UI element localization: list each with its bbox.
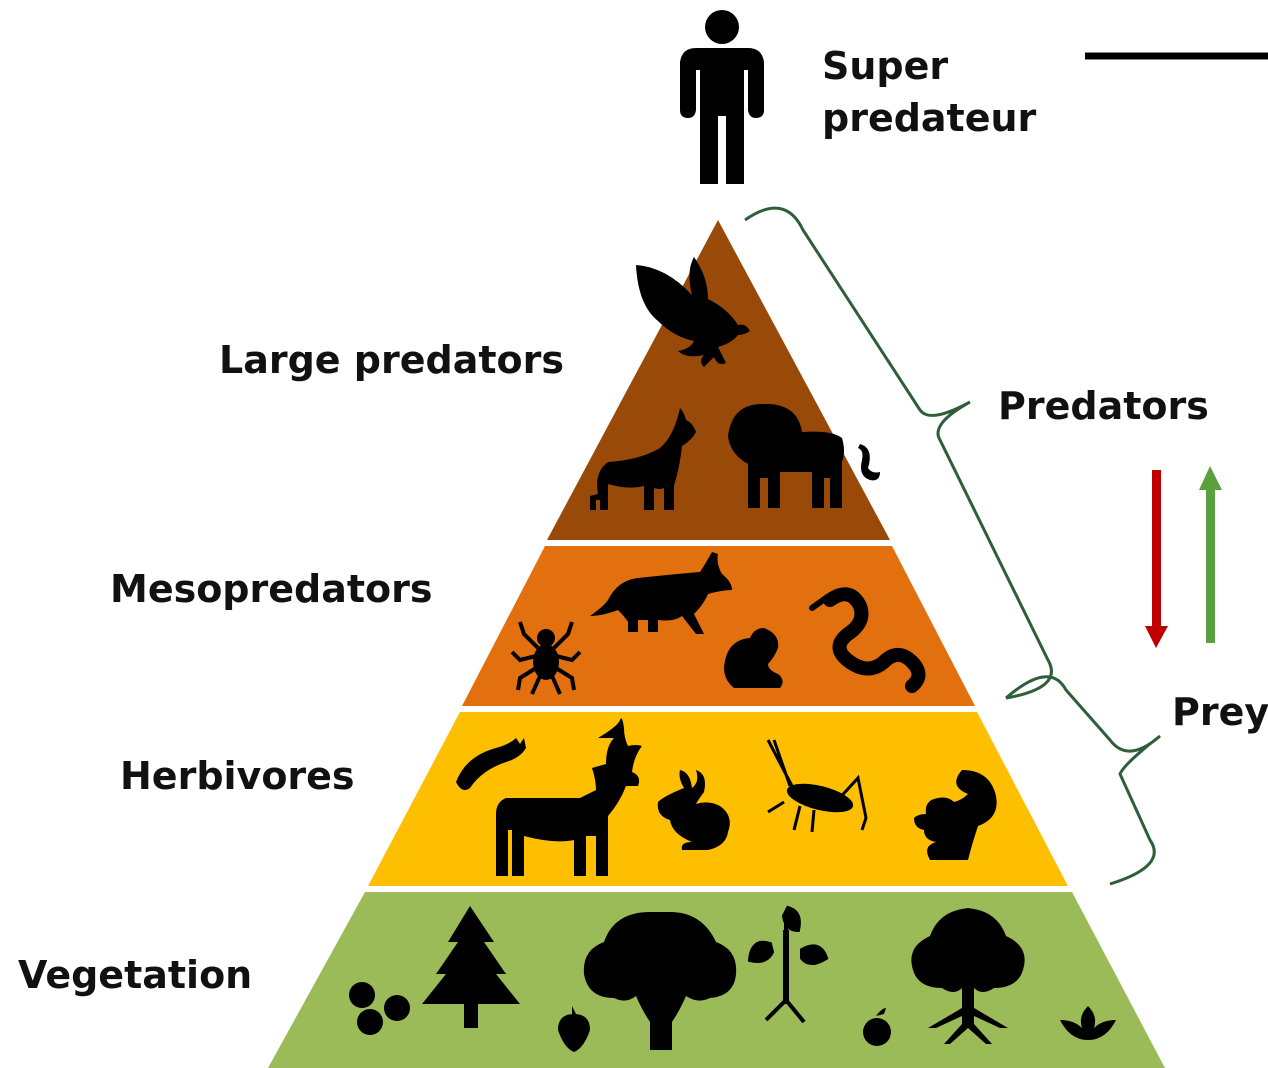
apex-label-line2: predateur [822, 96, 1037, 140]
level-label-mesopredators: Mesopredators [110, 567, 433, 611]
level-label-large-predators: Large predators [219, 338, 564, 382]
arrow-up-icon [1199, 466, 1222, 643]
arrow-down-icon [1145, 470, 1168, 648]
level-label-vegetation: Vegetation [18, 953, 252, 997]
human-icon [680, 10, 764, 184]
prey-label: Prey [1172, 690, 1268, 734]
apex-label-line1: Super [822, 44, 948, 88]
level-label-herbivores: Herbivores [120, 754, 355, 798]
predators-label: Predators [998, 384, 1209, 428]
